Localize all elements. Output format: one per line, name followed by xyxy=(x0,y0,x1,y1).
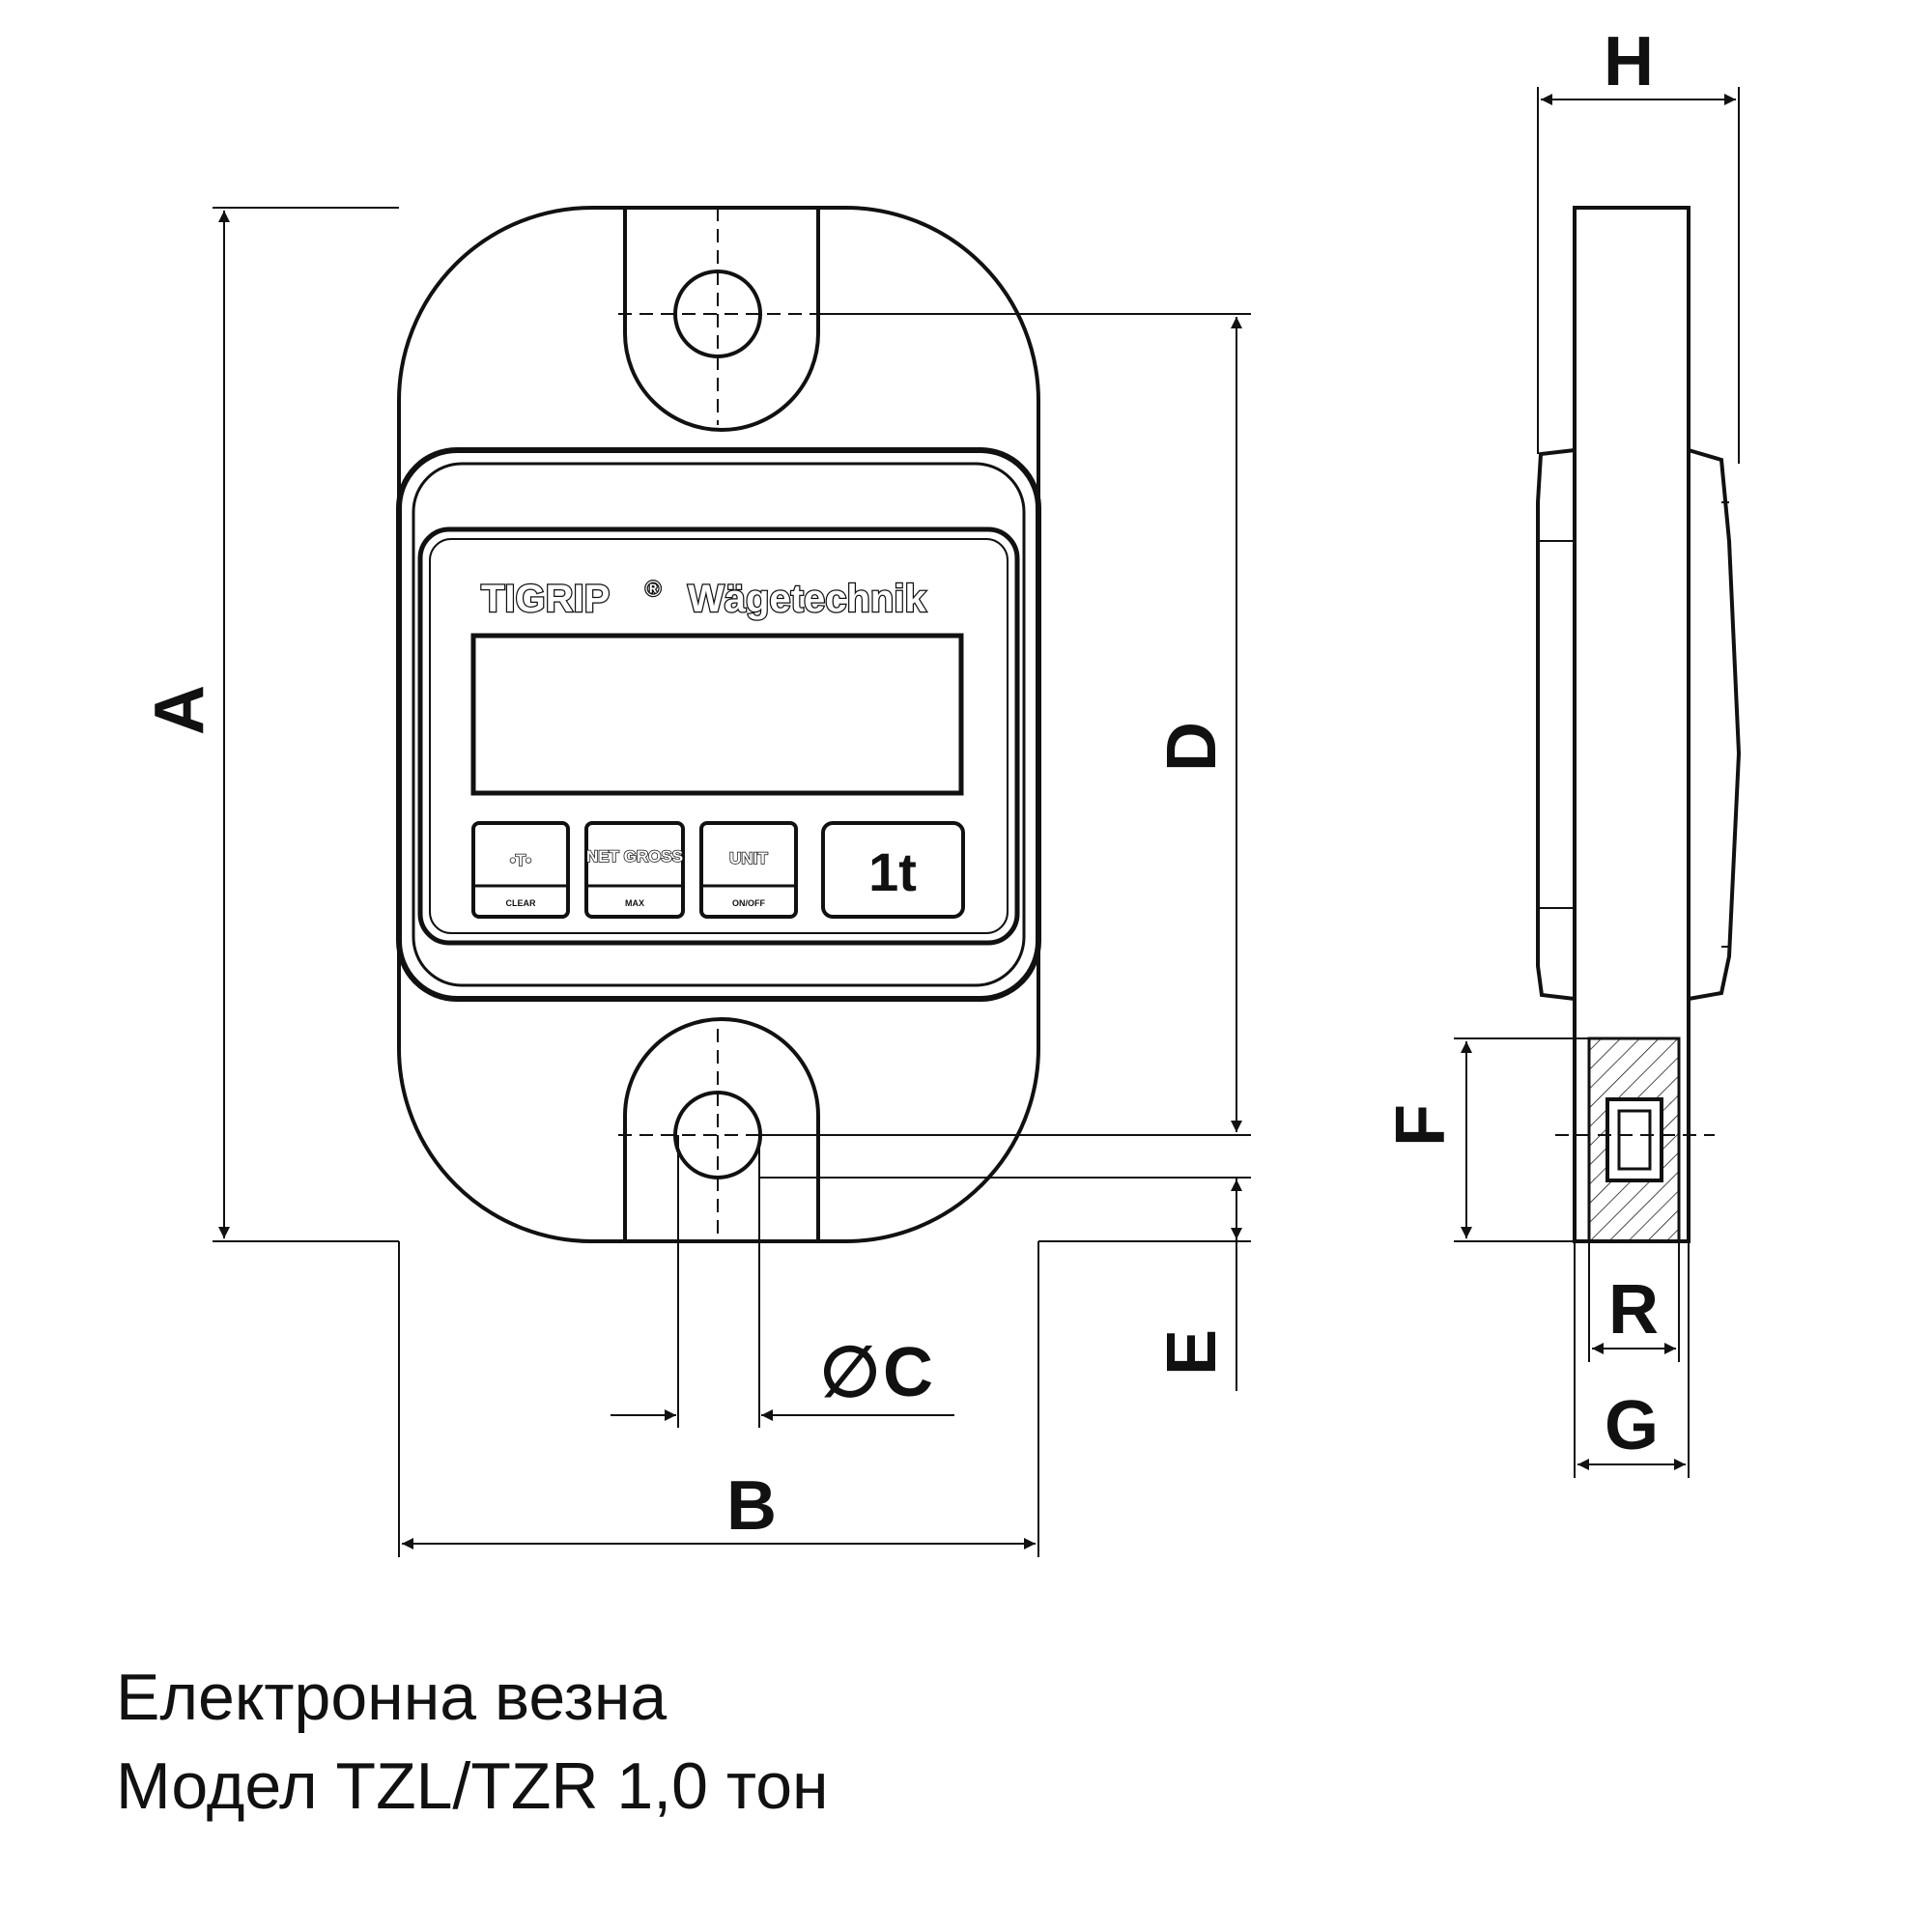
label-R: R xyxy=(1608,1271,1659,1349)
label-G: G xyxy=(1605,1387,1659,1464)
bottom-lug-outline xyxy=(623,1017,820,1241)
display-panel-inner xyxy=(429,538,1009,934)
device-labels: TIGRIP ® Wägetechnik •T• CLEAR NET GROSS… xyxy=(480,576,928,908)
label-A: A xyxy=(141,685,218,735)
brand-left: TIGRIP xyxy=(481,578,610,620)
side-display-housing xyxy=(1536,448,1576,1001)
display-bezel-outer xyxy=(396,447,1041,1002)
display-bezel-inner xyxy=(412,462,1026,987)
capacity-badge-frame xyxy=(821,821,965,919)
button-tare xyxy=(471,821,570,919)
button-unit-label: UNIT xyxy=(729,849,768,867)
label-C: C xyxy=(883,1334,933,1411)
label-B: B xyxy=(726,1467,777,1545)
dimension-labels: A D E F B ∅ C H R G xyxy=(141,23,1659,1545)
side-dimensions xyxy=(1454,87,1740,1478)
button-unit-sublabel: ON/OFF xyxy=(732,898,765,908)
button-net-gross-label: NET GROSS xyxy=(586,847,683,866)
button-unit xyxy=(699,821,798,919)
front-view xyxy=(396,206,1041,1243)
label-diameter-symbol: ∅ xyxy=(820,1334,881,1411)
caption-line-2: Модел TZL/TZR 1,0 тон xyxy=(116,1749,829,1823)
top-lug-outline xyxy=(623,208,820,432)
side-view xyxy=(1536,206,1742,1243)
button-net-gross xyxy=(584,821,685,919)
side-display-housing-right xyxy=(1688,448,1742,1001)
label-H: H xyxy=(1604,23,1654,100)
capacity-badge: 1t xyxy=(868,841,917,902)
button-tare-label: •T• xyxy=(510,851,531,869)
label-F: F xyxy=(1382,1104,1460,1147)
brand-mark: ® xyxy=(645,577,661,601)
button-tare-sublabel: CLEAR xyxy=(506,898,536,908)
button-net-gross-sublabel: MAX xyxy=(625,898,644,908)
label-D: D xyxy=(1153,722,1231,772)
lcd-window xyxy=(470,633,964,796)
caption-line-1: Електронна везна xyxy=(116,1661,668,1734)
label-E: E xyxy=(1153,1329,1231,1376)
display-panel xyxy=(417,526,1020,946)
front-dimensions xyxy=(213,207,1251,1557)
brand-right: Wägetechnik xyxy=(688,578,926,620)
